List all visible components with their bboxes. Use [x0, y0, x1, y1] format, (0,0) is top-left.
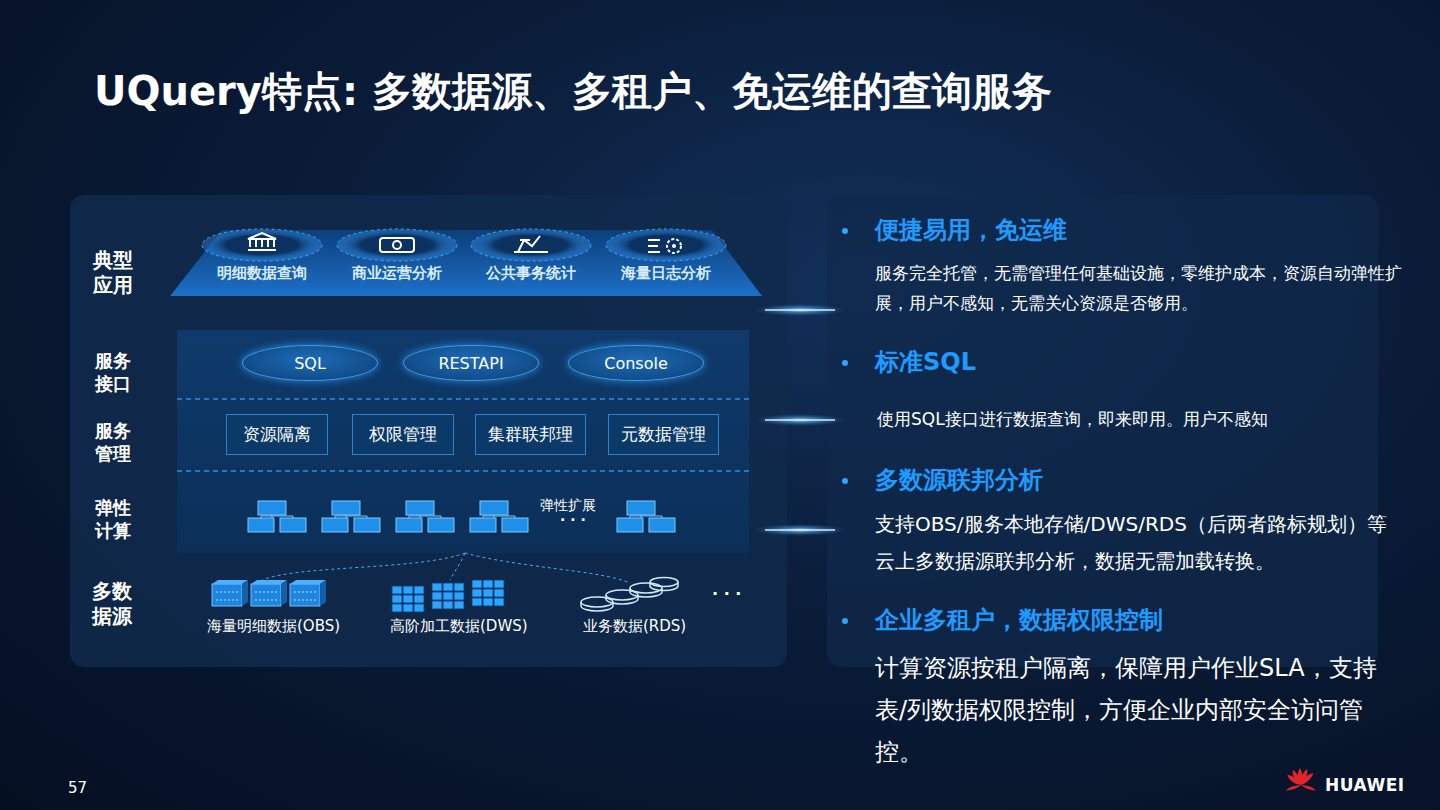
management-box: 集群联邦理	[475, 414, 586, 455]
rds-icon	[581, 578, 678, 612]
source-label: 海量明细数据(OBS)	[207, 617, 340, 636]
logo-text: HUAWEI	[1325, 775, 1405, 795]
application-item: 明细数据查询	[213, 264, 311, 283]
node-text: RESTAPI	[438, 354, 503, 373]
application-item: 公共事务统计	[482, 264, 580, 283]
application-band	[170, 230, 762, 296]
feature-body: 支持OBS/服务本地存储/DWS/RDS（后两者路标规划）等云上多数据源联邦分析…	[875, 506, 1405, 580]
management-box: 元数据管理	[608, 414, 719, 455]
node-text: SQL	[294, 354, 326, 373]
dws-icon	[392, 580, 504, 612]
management-box: 权限管理	[352, 414, 454, 455]
application-item: 海量日志分析	[617, 264, 715, 283]
slide-title: UQuery特点: 多数据源、多租户、免运维的查询服务	[94, 64, 1052, 119]
feature-heading: 便捷易用，免运维	[875, 214, 1067, 246]
node-text: 明细数据查询	[217, 264, 307, 283]
feature-heading: 多数源联邦分析	[875, 464, 1043, 496]
row-label: 服务管理	[95, 420, 135, 465]
data-link	[262, 553, 630, 583]
feature-heading: 标准SQL	[875, 346, 976, 378]
source-label: · · ·	[712, 584, 741, 603]
row-label: 多数据源	[92, 579, 136, 629]
node-text: 海量日志分析	[621, 264, 711, 283]
bullet-dot	[842, 228, 848, 624]
feature-body: 服务完全托管，无需管理任何基础设施，零维护成本，资源自动弹性扩展，用户不感知，无…	[875, 258, 1405, 318]
left-panel	[70, 195, 787, 667]
interface-ellipse: SQL	[242, 345, 378, 381]
obs-icon	[212, 580, 326, 606]
source-label: 业务数据(RDS)	[583, 617, 686, 636]
source-label: · · ·	[560, 512, 586, 528]
row-label: 弹性计算	[95, 497, 135, 542]
service-frame	[177, 330, 749, 553]
node-text: 权限管理	[369, 423, 437, 446]
app-icons	[202, 229, 726, 261]
feature-body: 使用SQL接口进行数据查询，即来即用。用户不感知	[877, 407, 1407, 431]
node-text: Console	[604, 354, 668, 373]
server-icons	[248, 501, 675, 532]
application-item: 商业运营分析	[348, 264, 446, 283]
feature-body: 计算资源按租户隔离，保障用户作业SLA，支持表/列数据权限控制，方便企业内部安全…	[875, 647, 1405, 773]
interface-ellipse: Console	[568, 345, 704, 381]
node-text: 公共事务统计	[486, 264, 576, 283]
page-number: 57	[68, 779, 87, 797]
feature-heading: 企业多租户，数据权限控制	[875, 604, 1163, 636]
huawei-logo	[1285, 768, 1316, 792]
node-text: 商业运营分析	[352, 264, 442, 283]
row-label: 服务接口	[95, 350, 135, 395]
node-text: 资源隔离	[243, 423, 311, 446]
connector-glow	[755, 304, 845, 536]
layer-divider	[177, 399, 749, 471]
node-text: 集群联邦理	[488, 423, 573, 446]
row-label: 典型应用	[93, 248, 137, 298]
node-text: 元数据管理	[621, 423, 706, 446]
management-box: 资源隔离	[226, 414, 328, 455]
interface-ellipse: RESTAPI	[403, 345, 539, 381]
source-label: 高阶加工数据(DWS)	[390, 617, 528, 636]
